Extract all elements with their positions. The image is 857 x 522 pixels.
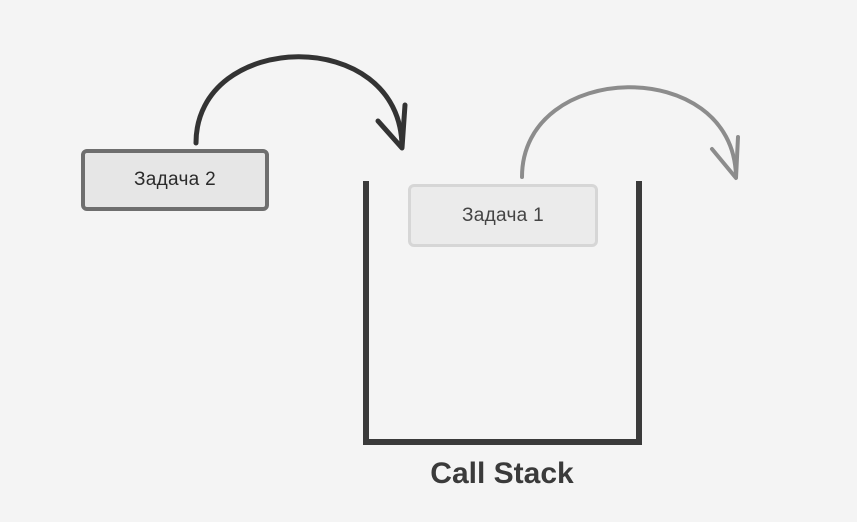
call-stack-label: Call Stack (430, 457, 574, 490)
call-stack-container (363, 181, 642, 445)
task-1-label: Задача 1 (462, 204, 544, 226)
task-2-box: Задача 2 (81, 149, 269, 211)
task-1-box: Задача 1 (408, 184, 598, 247)
pop-arrow (520, 85, 740, 180)
push-arrow (193, 54, 408, 151)
task-2-label: Задача 2 (134, 169, 216, 190)
